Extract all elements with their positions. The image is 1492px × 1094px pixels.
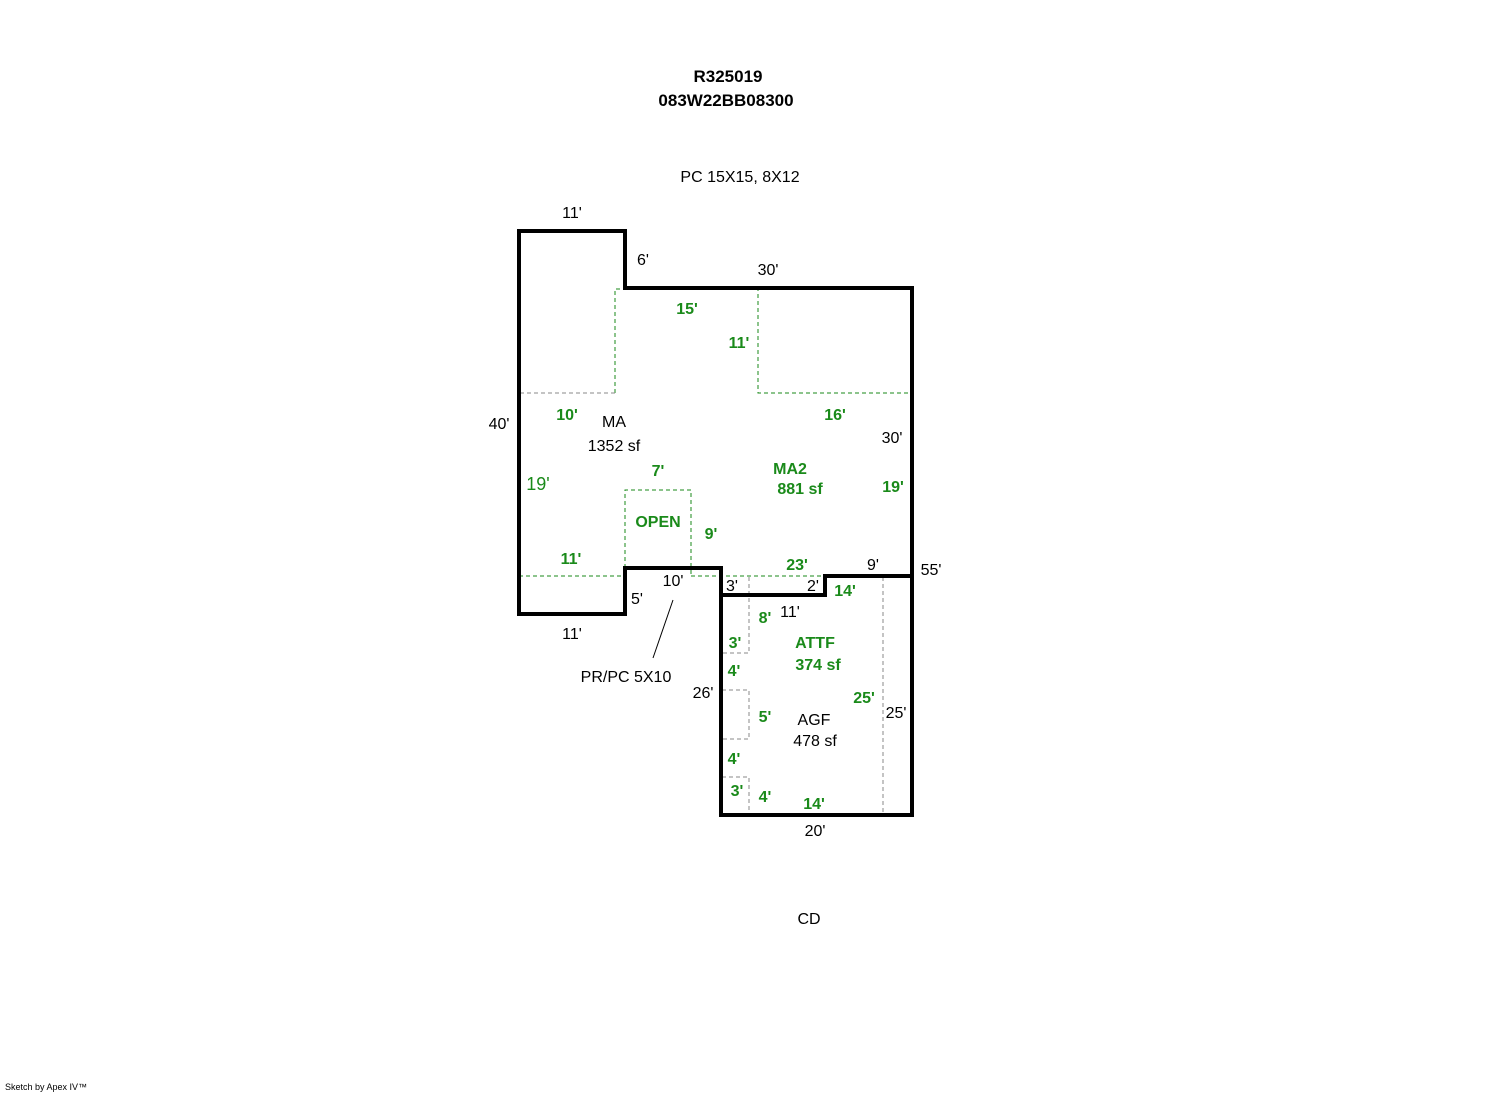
open-subarea-outline [624, 489, 692, 576]
ma-label: MA [602, 414, 626, 431]
dim-label: 15' [676, 301, 698, 318]
ma2-size: 881 sf [777, 481, 823, 498]
dim-label: 2' [807, 578, 819, 595]
dim-label: 10' [556, 407, 578, 424]
callout-label: PR/PC 5X10 [581, 669, 672, 686]
dim-label: 5' [631, 591, 643, 608]
dim-label: 40' [489, 416, 510, 433]
dim-label: 14' [834, 583, 856, 600]
dim-label: 25' [886, 705, 907, 722]
dim-label: 9' [867, 557, 879, 574]
dim-label: 19' [882, 479, 904, 496]
dim-label: 20' [805, 823, 826, 840]
agf-label: AGF [798, 712, 831, 729]
dim-label: 26' [693, 685, 714, 702]
software-credit: Sketch by Apex IV™ [5, 1082, 88, 1092]
dim-label: 55' [921, 562, 942, 579]
dim-label: 7' [652, 463, 665, 480]
dim-label: 3' [731, 783, 744, 800]
building-outline [517, 229, 914, 817]
dim-label: 14' [803, 796, 825, 813]
callout-arrow [652, 599, 674, 659]
account-number: R325019 [693, 67, 762, 86]
dim-label: 11' [729, 335, 750, 352]
subarea-dimensions: 15' 11' 10' 16' 19' 7' 19' 9' 11' 23' 14… [526, 301, 904, 813]
dim-label: 3' [726, 578, 738, 595]
map-tax-lot: 083W22BB08300 [658, 91, 793, 110]
dim-label: 11' [562, 205, 582, 222]
exterior-dimensions: 11' 6' 30' 40' 30' 9' 55' 10' 5' 11' 3' … [489, 205, 942, 840]
ma-size: 1352 sf [588, 438, 641, 455]
dim-label: 19' [526, 474, 549, 494]
open-label: OPEN [635, 514, 680, 531]
dim-label: 4' [728, 663, 741, 680]
dim-label: 25' [853, 690, 875, 707]
porch-note: PC 15X15, 8X12 [680, 169, 799, 186]
ma2-label: MA2 [773, 461, 807, 478]
dim-label: 11' [780, 604, 800, 621]
attf-label: ATTF [795, 635, 835, 652]
garage-divider-wall [721, 574, 912, 597]
dim-label: 30' [882, 430, 903, 447]
dim-label: 23' [786, 557, 808, 574]
dim-label: 6' [637, 252, 649, 269]
dim-label: 11' [561, 551, 582, 568]
dim-label: 4' [728, 751, 741, 768]
dim-label: 5' [759, 709, 772, 726]
dim-label: 8' [759, 610, 772, 627]
dim-label: 11' [562, 626, 582, 643]
dim-label: 16' [824, 407, 846, 424]
dim-label: 30' [758, 262, 779, 279]
dim-label: 4' [759, 789, 772, 806]
footer-code: CD [797, 911, 820, 928]
agf-size: 478 sf [793, 733, 837, 750]
dim-label: 3' [729, 635, 742, 652]
attf-size: 374 sf [795, 657, 841, 674]
dim-label: 9' [705, 526, 718, 543]
dim-label: 10' [663, 573, 684, 590]
